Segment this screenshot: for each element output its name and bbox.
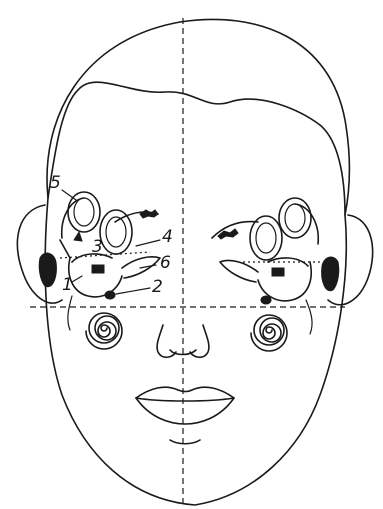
left-dotted-boundary [60,252,150,258]
lower-lip [136,398,234,424]
leader-1 [72,276,82,282]
left-cochlea-spiral [86,313,122,349]
label-1: 1 [62,275,73,295]
left-ossicle [92,265,104,273]
lip-line [136,398,234,401]
left-auricle-shade [39,253,56,287]
leader-2 [116,288,150,294]
label-5: 5 [50,173,61,193]
label-4: 4 [162,227,173,247]
chin-crease [170,440,200,444]
right-ossicle [272,268,284,276]
right-structure-2 [261,296,271,304]
right-eustachian-tube [220,260,258,282]
upper-lip [136,387,234,398]
right-auricle-shade [322,257,339,291]
label-3: 3 [92,237,103,257]
left-eyebrow-mark [140,210,158,218]
right-inner-ear [220,198,339,334]
left-structure-2 [105,291,115,299]
leader-6 [140,265,156,268]
label-2: 2 [152,277,163,297]
leader-4 [136,240,160,246]
leader-5 [62,190,76,200]
right-cochlea-spiral [251,315,287,351]
label-6: 6 [160,253,171,273]
left-ear [17,205,62,303]
